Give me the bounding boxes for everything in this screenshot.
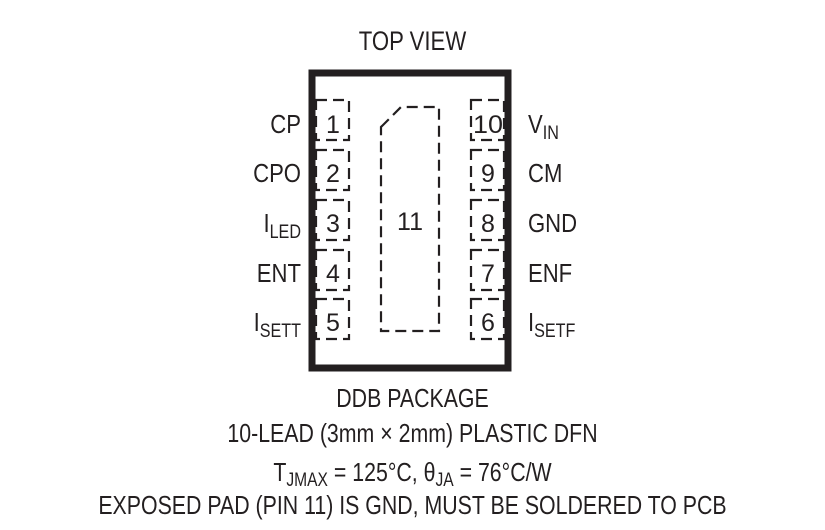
tj-subscript: JMAX: [286, 470, 328, 491]
right-pin-pads: [469, 98, 506, 341]
thermal-spec: TJMAX = 125°C, θJA = 76°C/W: [74, 457, 751, 492]
package-outline: [308, 69, 512, 372]
pin-number-3: 3: [326, 210, 340, 238]
pin-pad-9: [469, 148, 506, 192]
pin-number-2: 2: [326, 160, 340, 188]
pin-label-gnd: GND: [528, 209, 577, 238]
pin-pad-7: [469, 248, 506, 292]
pin-number-11: 11: [397, 208, 423, 236]
pin-number-6: 6: [481, 309, 495, 337]
theta-value: = 76°C/W: [453, 457, 552, 487]
pin-number-9: 9: [481, 160, 495, 188]
pin-pad-6: [469, 297, 506, 341]
pin-pad-5: [314, 297, 351, 341]
pin-number-4: 4: [326, 260, 340, 288]
pin-label-isett: ISETT: [254, 308, 302, 341]
exposed-pad-note: EXPOSED PAD (PIN 11) IS GND, MUST BE SOL…: [98, 490, 727, 520]
left-pin-pads: [314, 98, 351, 341]
pin-label-cpo: CPO: [253, 159, 301, 188]
exposed-pad-outline: [379, 105, 441, 333]
pin-label-iled: ILED: [263, 209, 301, 242]
pin-number-7: 7: [481, 260, 495, 288]
pin-label-isetf: ISETF: [528, 308, 576, 341]
pin-pad-8: [469, 198, 506, 242]
pin-label-ent: ENT: [257, 259, 301, 288]
pin-number-10: 10: [473, 111, 503, 139]
pin-pad-2: [314, 148, 351, 192]
pin-label-vin: VIN: [528, 110, 559, 143]
tj-value: = 125°C,: [327, 457, 424, 487]
package-name: DDB PACKAGE: [336, 383, 489, 413]
pin-number-1: 1: [326, 111, 340, 139]
theta-symbol: θ: [423, 457, 436, 487]
pin-label-enf: ENF: [528, 259, 572, 288]
package-description: 10-LEAD (3mm × 2mm) PLASTIC DFN: [227, 418, 598, 448]
pin-number-8: 8: [481, 210, 495, 238]
pin-pad-4: [314, 248, 351, 292]
pin-pad-1: [314, 98, 351, 142]
pin-label-cm: CM: [528, 159, 562, 188]
diagram-title: TOP VIEW: [358, 26, 467, 56]
theta-subscript: JA: [435, 470, 454, 491]
pin-pad-10: [469, 98, 506, 142]
pin-number-5: 5: [326, 309, 340, 337]
pin-label-cp: CP: [270, 110, 301, 139]
tj-symbol: T: [273, 457, 287, 487]
pin-pad-3: [314, 198, 351, 242]
